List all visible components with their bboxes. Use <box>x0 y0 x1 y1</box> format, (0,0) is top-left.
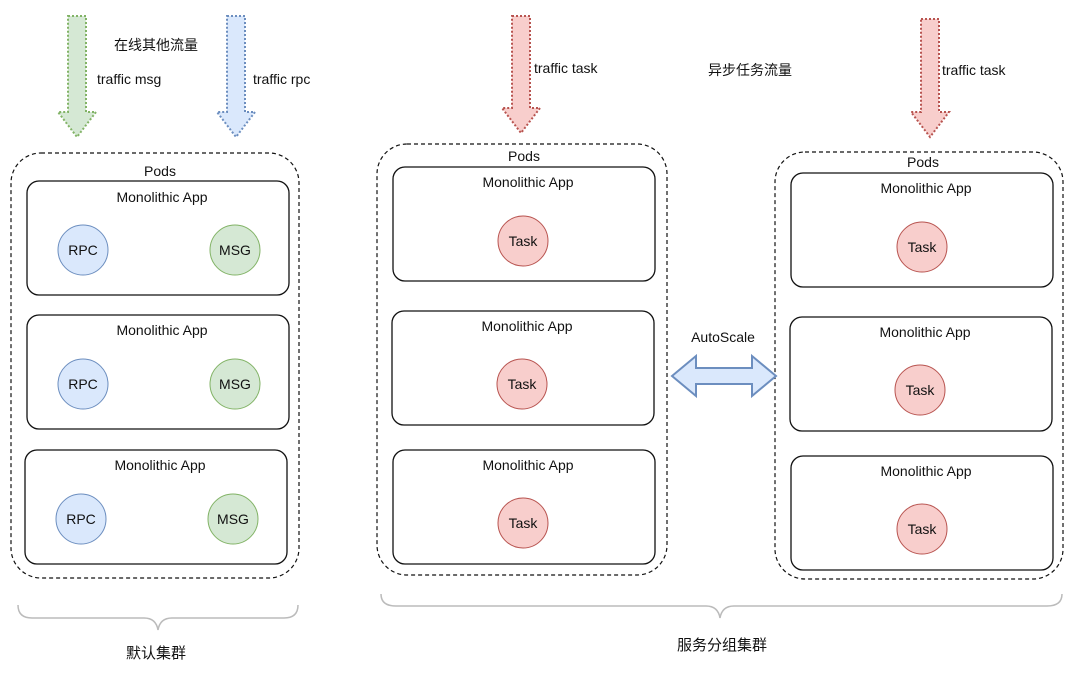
pods-group-right <box>774 151 1064 580</box>
traffic-task-arrow-right <box>908 18 952 139</box>
rpc-node <box>57 358 109 410</box>
app-label: Monolithic App <box>879 324 970 340</box>
msg-node <box>209 224 261 276</box>
task-node <box>497 215 549 267</box>
pods-label-left: Pods <box>144 163 176 179</box>
task-label: Task <box>906 382 936 398</box>
task-label: Task <box>509 515 539 531</box>
task-label: Task <box>509 233 539 249</box>
app-label: Monolithic App <box>116 189 207 205</box>
task-node <box>497 497 549 549</box>
app-label: Monolithic App <box>481 318 572 334</box>
autoscale-arrow <box>670 353 778 399</box>
rpc-node <box>55 493 107 545</box>
pods-group-middle <box>376 143 668 576</box>
task-node <box>894 364 946 416</box>
traffic-msg-label: traffic msg <box>97 71 161 87</box>
traffic-msg-arrow <box>55 15 99 139</box>
rpc-label: RPC <box>68 376 98 392</box>
autoscale-label: AutoScale <box>691 329 755 345</box>
app-label: Monolithic App <box>482 457 573 473</box>
app-label: Monolithic App <box>114 457 205 473</box>
msg-node <box>207 493 259 545</box>
task-label: Task <box>908 521 938 537</box>
traffic-rpc-label: traffic rpc <box>253 71 310 87</box>
task-label: Task <box>908 239 938 255</box>
default-cluster-brace <box>17 604 299 631</box>
msg-label: MSG <box>217 511 249 527</box>
default-cluster-label: 默认集群 <box>126 645 186 662</box>
traffic-task-label-middle: traffic task <box>534 60 599 76</box>
pods-label-middle: Pods <box>508 148 540 164</box>
online-traffic-label: 在线其他流量 <box>114 37 198 53</box>
service-cluster-brace <box>380 593 1063 619</box>
pods-label-right: Pods <box>907 154 939 170</box>
app-label: Monolithic App <box>880 463 971 479</box>
task-node <box>496 358 548 410</box>
pods-group-left <box>10 152 300 579</box>
rpc-label: RPC <box>68 242 98 258</box>
app-label: Monolithic App <box>880 180 971 196</box>
traffic-task-label-right: traffic task <box>942 62 1007 78</box>
async-traffic-label: 异步任务流量 <box>708 62 792 78</box>
msg-node <box>209 358 261 410</box>
traffic-rpc-arrow <box>214 15 258 139</box>
msg-label: MSG <box>219 242 251 258</box>
rpc-node <box>57 224 109 276</box>
task-node <box>896 503 948 555</box>
service-cluster-label: 服务分组集群 <box>677 637 767 654</box>
msg-label: MSG <box>219 376 251 392</box>
app-label: Monolithic App <box>482 174 573 190</box>
app-label: Monolithic App <box>116 322 207 338</box>
task-node <box>896 221 948 273</box>
rpc-label: RPC <box>66 511 96 527</box>
task-label: Task <box>508 376 538 392</box>
traffic-task-arrow-middle <box>499 15 543 135</box>
